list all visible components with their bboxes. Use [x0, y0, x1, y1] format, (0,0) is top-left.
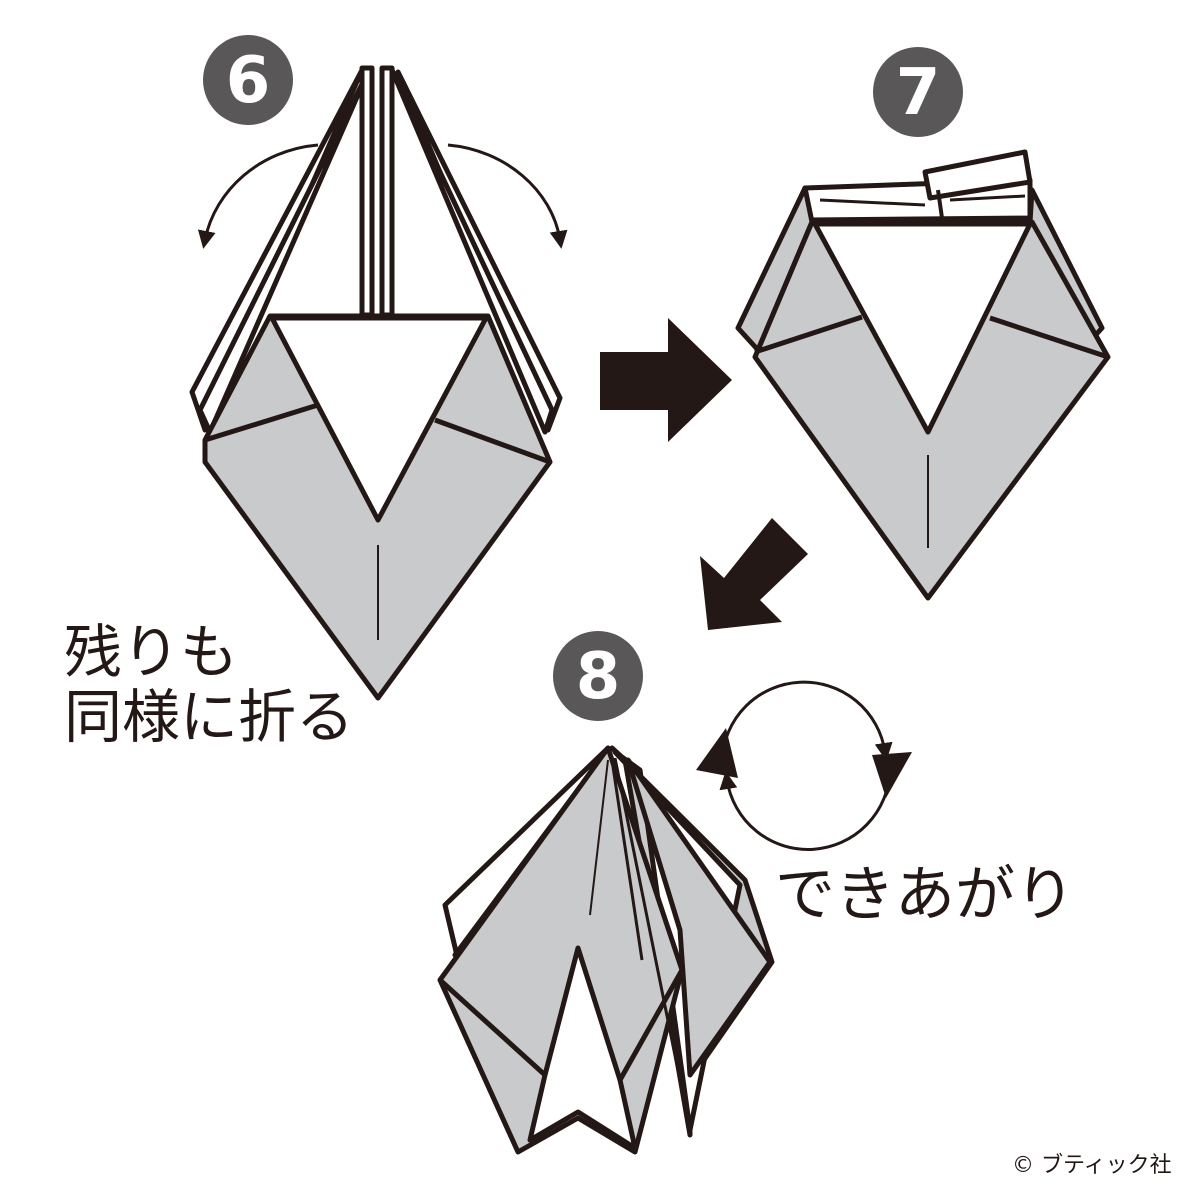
right-arrow-icon	[600, 318, 732, 442]
instruction-text: 残りも 同様に折る	[64, 620, 354, 750]
double-curved-arrow-icon	[197, 143, 568, 249]
step-8-figure	[437, 745, 775, 1155]
rotate-arrowheads	[696, 728, 912, 798]
instruction-line-2: 同様に折る	[64, 682, 355, 751]
step-8-number: 8	[576, 640, 621, 714]
step-7-badge: 7	[873, 47, 963, 137]
step-6-number: 6	[226, 44, 271, 118]
copyright-text: © ブティック社	[1012, 1153, 1172, 1178]
step-7-number: 7	[896, 56, 941, 130]
down-left-arrow-icon	[700, 518, 808, 630]
step-7-figure	[735, 149, 1111, 601]
rotate-circle-arrows-icon	[719, 680, 893, 851]
instruction-line-1: 残りも	[64, 618, 239, 686]
step-6-figure	[189, 65, 563, 701]
step-8-badge: 8	[553, 631, 643, 721]
completion-text: できあがり	[775, 860, 1075, 930]
step-6-badge: 6	[203, 35, 293, 125]
